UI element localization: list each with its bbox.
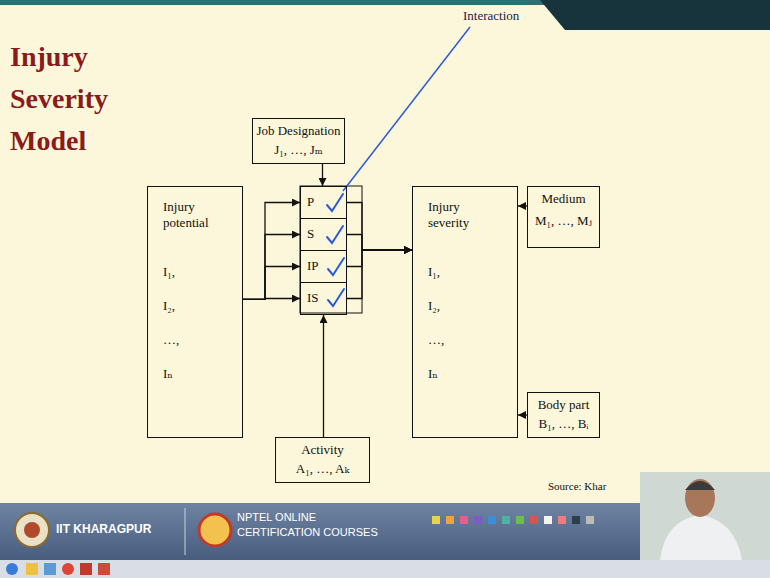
model-box: IP xyxy=(300,250,347,283)
flow-arrow xyxy=(243,203,300,300)
tool-icon xyxy=(432,516,440,524)
check-mark xyxy=(327,226,343,243)
box-heading: Injury potential xyxy=(163,199,225,231)
flow-arrow xyxy=(243,235,300,300)
top-band xyxy=(540,0,770,30)
callout-label: Interaction xyxy=(463,8,519,24)
taskbar-icon xyxy=(44,563,56,575)
box-heading: IP xyxy=(307,258,319,274)
tool-icon xyxy=(530,516,538,524)
taskbar-icon xyxy=(98,563,110,575)
course-banner: NPTEL ONLINE CERTIFICATION COURSES xyxy=(237,510,402,540)
slide-title: Injury Severity Model xyxy=(10,36,135,162)
flow-arrow xyxy=(243,267,300,300)
tool-icon xyxy=(586,516,594,524)
model-box: Injury potentialI₁, I₂, …, Iₙ xyxy=(147,186,243,438)
iit-logo-core xyxy=(24,522,40,538)
label-text: Source: Khar xyxy=(548,480,606,492)
model-box: S xyxy=(300,218,347,251)
box-heading: P xyxy=(307,194,314,210)
box-items: A₁, …, Aₖ xyxy=(296,461,349,477)
box-heading: S xyxy=(307,226,314,242)
title-text: Injury Severity Model xyxy=(10,36,135,162)
model-box: Injury severityI₁, I₂, …, Iₙ xyxy=(412,186,518,438)
label-text: IIT KHARAGPUR xyxy=(56,522,151,536)
tool-icon xyxy=(516,516,524,524)
presenter-body xyxy=(660,515,742,560)
taskbar-icon xyxy=(62,563,74,575)
taskbar xyxy=(0,560,770,578)
flow-arrow xyxy=(347,235,412,251)
tool-icon xyxy=(558,516,566,524)
flow-arrow xyxy=(243,298,300,300)
source-note: Source: Khar xyxy=(548,480,606,492)
flow-arrow xyxy=(323,315,324,437)
box-heading: Body part xyxy=(538,397,590,413)
taskbar-icon xyxy=(6,563,18,575)
model-box: IS xyxy=(300,282,347,315)
video-frame xyxy=(640,472,770,560)
taskbar-icon xyxy=(26,563,38,575)
flow-arrow xyxy=(347,250,412,299)
box-items: I₁, I₂, …, Iₙ xyxy=(428,255,453,391)
box-heading: Activity xyxy=(301,442,344,458)
label-text: NPTEL ONLINE CERTIFICATION COURSES xyxy=(237,510,402,540)
presenter-head xyxy=(685,479,715,517)
check-mark xyxy=(328,289,344,306)
presenter-video xyxy=(640,472,770,560)
check-mark xyxy=(328,258,344,275)
flow-arrow xyxy=(518,414,527,415)
box-items: B₁, …, Bᵢ xyxy=(538,416,588,432)
model-box: MediumM₁, …, Mⱼ xyxy=(527,186,600,248)
tool-icon xyxy=(502,516,510,524)
institute-name: IIT KHARAGPUR xyxy=(56,522,151,536)
check-mark xyxy=(327,194,343,211)
model-box: Job DesignationJ₁, …, Jₘ xyxy=(252,118,345,164)
box-heading: Job Designation xyxy=(256,123,340,139)
box-heading: Medium xyxy=(541,191,585,207)
box-items: J₁, …, Jₘ xyxy=(274,142,323,158)
box-items: I₁, I₂, …, Iₙ xyxy=(163,255,188,391)
tool-icon xyxy=(544,516,552,524)
nptel-logo xyxy=(199,514,231,546)
interaction-frame xyxy=(300,186,362,313)
model-box: ActivityA₁, …, Aₖ xyxy=(275,437,370,483)
iit-logo xyxy=(15,513,49,547)
box-heading: Injury severity xyxy=(428,199,490,231)
callout-leader xyxy=(343,27,470,191)
tool-icon xyxy=(572,516,580,524)
taskbar-icon xyxy=(80,563,92,575)
box-heading: IS xyxy=(307,290,319,306)
tool-icon xyxy=(460,516,468,524)
tool-icon xyxy=(488,516,496,524)
flow-arrow xyxy=(322,164,323,186)
toolbar-icons xyxy=(432,516,594,524)
box-items: M₁, …, Mⱼ xyxy=(535,213,592,229)
presenter-hair xyxy=(685,481,715,490)
model-box: Body partB₁, …, Bᵢ xyxy=(527,392,600,438)
flow-arrow xyxy=(347,203,412,251)
flow-arrow xyxy=(518,205,527,206)
flow-arrow xyxy=(347,250,412,267)
tool-icon xyxy=(474,516,482,524)
taskbar-icons xyxy=(6,563,110,575)
footer-divider xyxy=(185,508,186,555)
tool-icon xyxy=(446,516,454,524)
model-box: P xyxy=(300,186,347,219)
label-text: Interaction xyxy=(463,8,519,24)
